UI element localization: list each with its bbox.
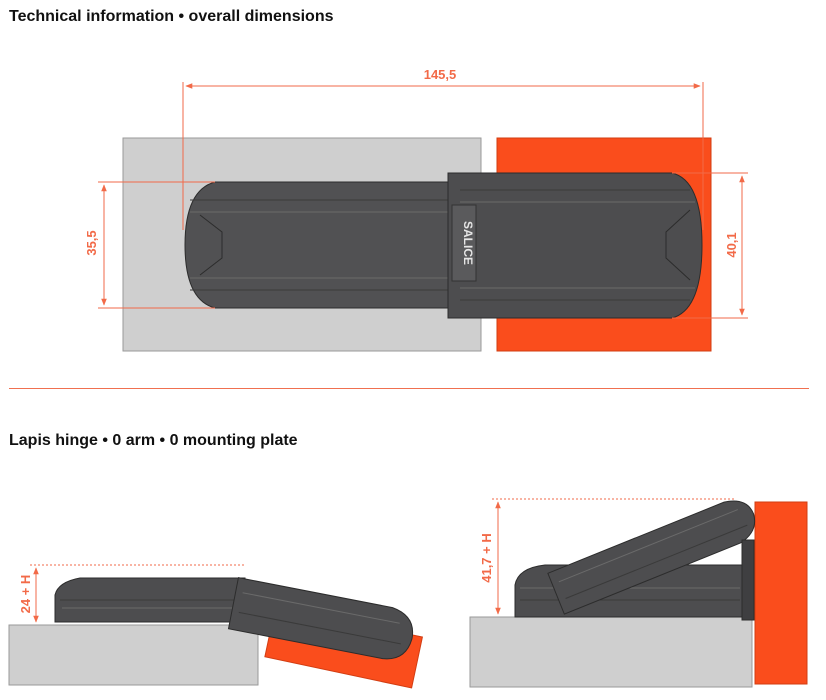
section-divider <box>9 388 809 389</box>
side-view-open: 41,7 + H <box>469 498 808 688</box>
cabinet-panel-side-left <box>8 624 259 686</box>
dimension-width-right: 40,1 <box>672 172 748 319</box>
page-title-overall-dimensions: Technical information • overall dimensio… <box>9 8 334 25</box>
dimension-height-closed-label: 24 + H <box>18 575 33 614</box>
top-view: SALICE 145,5 35,5 40,1 <box>84 67 748 352</box>
dimension-width-left: 35,5 <box>84 181 215 309</box>
dimension-height-open-label: 41,7 + H <box>479 533 494 583</box>
dimension-width-left-label: 35,5 <box>84 230 99 255</box>
salice-logo-text: SALICE <box>461 221 475 265</box>
section-title-hinge: Lapis hinge • 0 arm • 0 mounting plate <box>9 432 298 449</box>
dimension-length: 145,5 <box>182 67 704 230</box>
door-panel-side-right <box>754 501 808 685</box>
dimension-length-label: 145,5 <box>424 67 457 82</box>
hinge-body-top: SALICE <box>184 172 703 319</box>
dimension-width-right-label: 40,1 <box>724 232 739 257</box>
side-view-closed: 24 + H <box>8 564 424 689</box>
cabinet-panel-side-right <box>469 616 753 688</box>
